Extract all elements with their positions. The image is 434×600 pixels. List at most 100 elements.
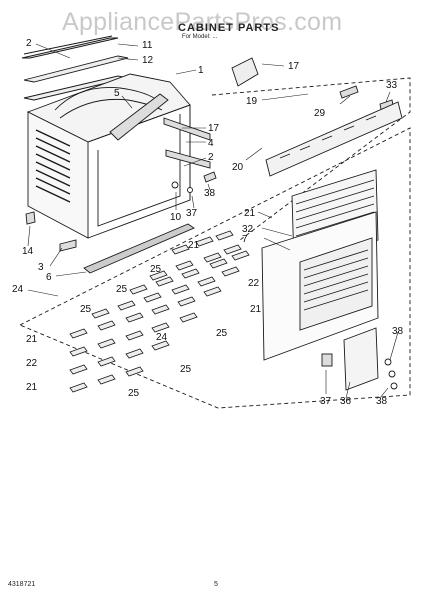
foam-strip-28 bbox=[151, 322, 170, 333]
clip-part-33 bbox=[187, 187, 193, 193]
top-rail-part bbox=[21, 35, 119, 59]
front-panel bbox=[261, 211, 379, 361]
callout-25f: 25 bbox=[128, 388, 140, 399]
callout-1: 1 bbox=[198, 65, 204, 76]
screw-part-38c bbox=[390, 382, 398, 390]
document-number: 4318721 bbox=[8, 581, 36, 588]
foam-strip-30 bbox=[69, 364, 88, 375]
diagram-title: CABINET PARTS bbox=[178, 22, 280, 34]
callout-5: 5 bbox=[114, 88, 120, 99]
callout-6: 6 bbox=[46, 272, 52, 283]
foam-strip-4 bbox=[149, 270, 168, 281]
foam-strip-22 bbox=[151, 304, 170, 315]
foam-strip-2 bbox=[195, 236, 214, 247]
callout-7: 11 bbox=[142, 40, 153, 51]
callout-38: 38 bbox=[392, 326, 404, 337]
callout-24: 24 bbox=[156, 332, 168, 343]
foam-strip-10 bbox=[181, 268, 200, 279]
cabinet-shell bbox=[27, 104, 191, 239]
bracket-part-34 bbox=[203, 171, 217, 183]
callout-19: 20 bbox=[232, 162, 244, 173]
foam-strip-3 bbox=[215, 230, 234, 241]
foam-strip-26 bbox=[97, 338, 116, 349]
callout-22a: 22 bbox=[248, 278, 260, 289]
foam-strip-18 bbox=[221, 266, 240, 277]
foam-strip-24 bbox=[203, 286, 222, 297]
callout-28: 29 bbox=[314, 108, 326, 119]
foam-strip-6 bbox=[203, 252, 222, 263]
callout-21a: 21 bbox=[188, 240, 200, 251]
foam-strip-21 bbox=[125, 312, 144, 323]
foam-strip-17 bbox=[197, 276, 216, 287]
foam-strip-27 bbox=[125, 330, 144, 341]
callout-37: 37 bbox=[320, 396, 332, 407]
callout-25b: 25 bbox=[116, 284, 128, 295]
foam-strip-25 bbox=[69, 346, 88, 357]
callout-21b: 21 bbox=[250, 304, 262, 315]
foam-strip-29 bbox=[179, 312, 198, 323]
callout-29: 32 bbox=[242, 224, 254, 235]
model-subtitle: For Model: ... bbox=[182, 34, 218, 40]
foam-strip-5 bbox=[175, 260, 194, 271]
foam-strip-20 bbox=[97, 320, 116, 331]
callout-38b: 38 bbox=[376, 396, 388, 407]
callout-32: 33 bbox=[386, 80, 398, 91]
callout-20: 21 bbox=[244, 208, 256, 219]
side-rail bbox=[163, 117, 211, 169]
callout-8: 7 bbox=[242, 234, 248, 245]
callout-22b: 22 bbox=[26, 358, 38, 369]
foam-strip-7 bbox=[223, 244, 242, 255]
foam-strip-9 bbox=[155, 276, 174, 287]
callout-21c: 21 bbox=[26, 334, 38, 345]
foam-strip-11 bbox=[209, 258, 228, 269]
foam-strip-34 bbox=[69, 382, 88, 393]
callout-11: 14 bbox=[22, 246, 34, 257]
cabinet-top bbox=[26, 73, 191, 143]
center-bracket bbox=[109, 93, 169, 141]
foam-strip-36 bbox=[125, 366, 144, 377]
foam-strip-8 bbox=[129, 284, 148, 295]
callout-4: 4 bbox=[208, 138, 214, 149]
foot-part-3 bbox=[59, 239, 77, 252]
screw-part-38b bbox=[388, 370, 396, 378]
callout-labels: 2 11 12 1 5 17 4 2 10 37 38 14 3 6 17 19… bbox=[12, 38, 404, 407]
foam-strip-31 bbox=[97, 356, 116, 367]
callout-2: 2 bbox=[26, 38, 32, 49]
callout-23: 24 bbox=[12, 284, 24, 295]
clip-part-37 bbox=[321, 353, 333, 367]
foam-strip-1 bbox=[171, 244, 190, 255]
foam-strip-19 bbox=[69, 328, 88, 339]
callout-9: 17 bbox=[208, 123, 220, 134]
latch-part-28 bbox=[339, 85, 359, 99]
callout-21d: 21 bbox=[26, 382, 38, 393]
callout-10: 10 bbox=[170, 212, 182, 223]
bottom-rail-part-6 bbox=[83, 223, 195, 274]
control-panel-strip bbox=[265, 101, 403, 177]
callout-2b: 2 bbox=[208, 152, 214, 163]
foam-strips bbox=[69, 230, 250, 393]
foam-strip-35 bbox=[97, 374, 116, 385]
callout-17: 19 bbox=[246, 96, 258, 107]
callout-25c: 25 bbox=[80, 304, 92, 315]
foam-strip-13 bbox=[91, 308, 110, 319]
callout-25a: 25 bbox=[150, 264, 162, 275]
screw-part-10 bbox=[171, 181, 179, 189]
clip-part-11 bbox=[25, 211, 36, 225]
bracket-part-36 bbox=[343, 327, 379, 391]
watermark: AppliancePartsPros.com bbox=[62, 8, 343, 36]
callout-3: 3 bbox=[38, 262, 44, 273]
callout-12: 12 bbox=[142, 55, 154, 66]
callout-34: 38 bbox=[204, 188, 216, 199]
page-number: 5 bbox=[214, 581, 218, 588]
screw-part-38 bbox=[384, 358, 392, 366]
foam-strip-23 bbox=[177, 296, 196, 307]
callout-25d: 25 bbox=[216, 328, 228, 339]
dashed-group-panels bbox=[19, 127, 411, 409]
callout-36: 36 bbox=[340, 396, 352, 407]
callout-14: 17 bbox=[288, 61, 300, 72]
foam-strip-12 bbox=[231, 250, 250, 261]
foam-strip-33 bbox=[151, 340, 170, 351]
callout-25e: 25 bbox=[180, 364, 192, 375]
